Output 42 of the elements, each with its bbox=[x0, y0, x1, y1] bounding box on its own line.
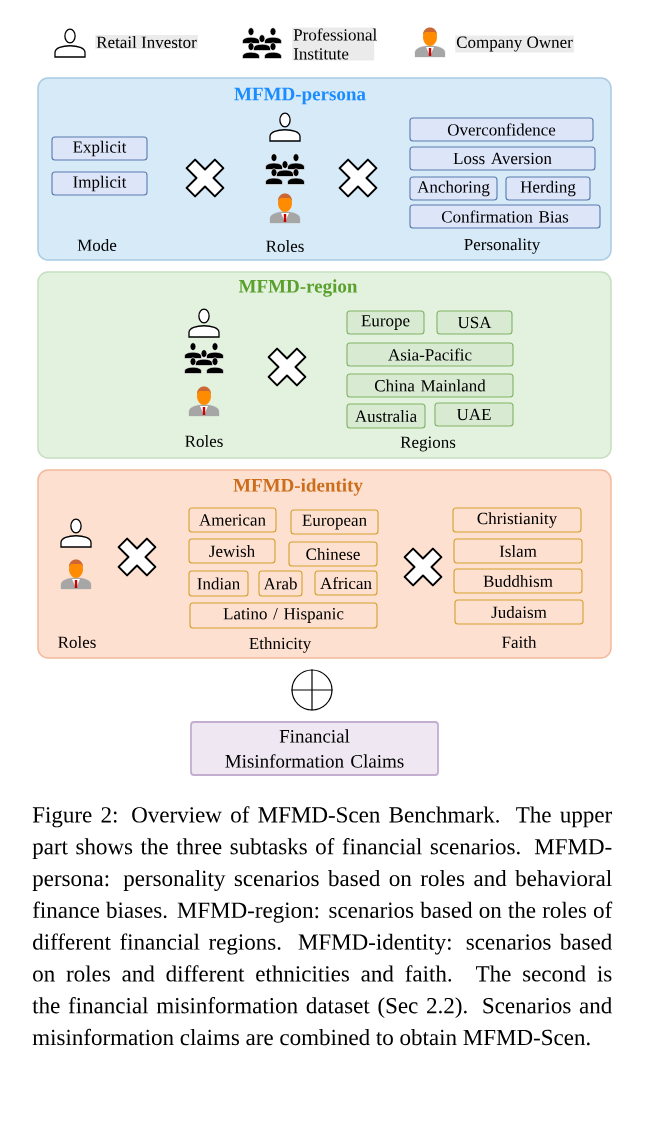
tag-box: Judaism bbox=[454, 599, 584, 625]
tag-box: Loss Aversion bbox=[409, 146, 596, 171]
tag-box: African bbox=[314, 570, 378, 596]
tag-box: Europe bbox=[346, 310, 425, 335]
tag-box: Anchoring bbox=[409, 176, 498, 201]
tag-box: Buddhism bbox=[453, 568, 583, 594]
panel-title: MFMD-persona bbox=[234, 87, 366, 105]
tag-box: Arab bbox=[258, 570, 303, 597]
tag-box: European bbox=[290, 509, 379, 535]
tag-box: Chinese bbox=[288, 541, 378, 567]
tag-box: Explicit bbox=[51, 136, 148, 161]
panel-title: MFMD-identity bbox=[233, 478, 363, 496]
claims-box: Financial Misinformation Claims bbox=[190, 721, 439, 776]
column-label: Roles bbox=[266, 240, 304, 252]
panel-title: MFMD-region bbox=[238, 279, 358, 297]
tag-box: Overconfidence bbox=[409, 117, 594, 142]
tag-box: Implicit bbox=[51, 171, 148, 196]
tag-box: Confirmation Bias bbox=[409, 204, 601, 229]
column-label: Regions bbox=[400, 436, 456, 452]
tag-box: Indian bbox=[188, 570, 249, 597]
column-label: Mode bbox=[77, 239, 117, 251]
tag-box: Asia-Pacific bbox=[346, 342, 514, 367]
tag-box: Jewish bbox=[188, 538, 276, 564]
tag-box: American bbox=[188, 507, 277, 533]
caption: Figure 2: Overview of MFMD-Scen Benchmark. The upper part shows the three subtasks of financial scenarios. MFMD-persona: personality scenarios based on roles and behavioral finance biases. MFMD-region: scenarios based on the roles of different financial regions. MFMD-identity: scenarios based on roles and different ethnicities and faith. The second is the financial misinformation dataset (Sec 2.2). Scenarios and misinformation claims are combined to obtain MFMD-Scen. bbox=[32, 806, 613, 1046]
column-label: Faith bbox=[502, 636, 537, 648]
column-label: Ethnicity bbox=[249, 637, 312, 653]
column-label: Roles bbox=[58, 636, 96, 648]
plus-circle bbox=[290, 668, 334, 712]
tag-box: China Mainland bbox=[346, 373, 514, 398]
legend-label: Company Owner bbox=[455, 35, 574, 53]
legend-label: Professional Institute bbox=[292, 27, 377, 61]
tag-box: Christianity bbox=[452, 507, 582, 533]
tag-box: Latino / Hispanic bbox=[189, 602, 378, 629]
tag-box: Islam bbox=[453, 538, 583, 564]
tag-box: USA bbox=[436, 310, 513, 335]
tag-box: Herding bbox=[505, 176, 591, 201]
tag-box: Australia bbox=[346, 403, 426, 429]
legend-label: Retail Investor bbox=[95, 35, 198, 49]
tag-box: UAE bbox=[434, 402, 514, 427]
column-label: Personality bbox=[464, 238, 541, 254]
column-label: Roles bbox=[185, 435, 223, 447]
